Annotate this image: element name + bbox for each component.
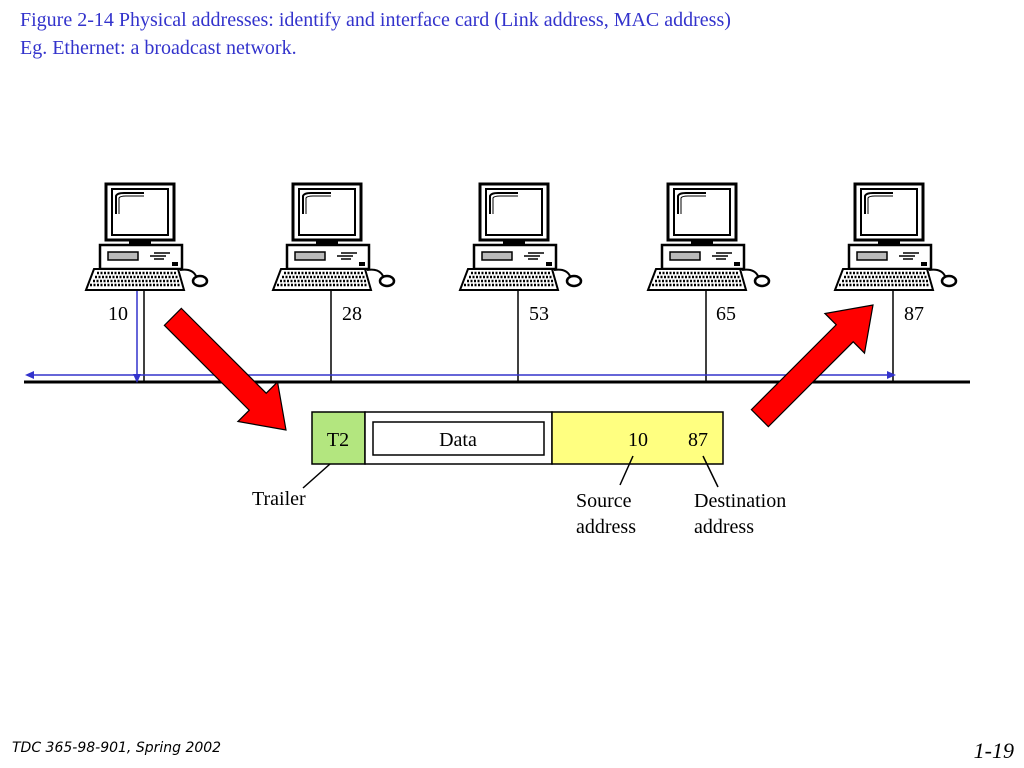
station-address: 28 (342, 303, 362, 325)
signal-propagation (25, 291, 896, 383)
station-address: 87 (904, 303, 924, 325)
source-label: address (576, 516, 636, 538)
destination-label: Destination (694, 490, 786, 512)
trailer-leader (302, 463, 331, 489)
figure-title: Figure 2-14 Physical addresses: identify… (20, 9, 731, 31)
trailer-field (311, 411, 366, 465)
header-field (551, 411, 724, 465)
computer-icon (84, 182, 209, 292)
course-footer: TDC 365-98-901, Spring 2002 (12, 740, 222, 756)
destination-leader (702, 455, 719, 488)
source-address-value: 10 (628, 429, 648, 451)
destination-address-value: 87 (688, 429, 708, 451)
station-address: 53 (529, 303, 549, 325)
station-address: 65 (716, 303, 736, 325)
station-address: 10 (108, 303, 128, 325)
destination-label: address (694, 516, 754, 538)
computer-icon (271, 182, 396, 292)
page-number: 1-19 (973, 738, 1014, 763)
source-leader (619, 455, 634, 486)
send-arrow (163, 307, 287, 431)
computer-icon (458, 182, 583, 292)
figure-subtitle: Eg. Ethernet: a broadcast network. (20, 37, 297, 59)
trailer-label: Trailer (252, 488, 306, 510)
data-field-label: Data (439, 429, 477, 451)
source-label: Source (576, 490, 632, 512)
trailer-field-label: T2 (327, 429, 349, 451)
frame: T2 Data 10 87 (311, 411, 724, 465)
receive-arrow (750, 304, 874, 428)
computer-icon (646, 182, 771, 292)
computer-icon (833, 182, 958, 292)
